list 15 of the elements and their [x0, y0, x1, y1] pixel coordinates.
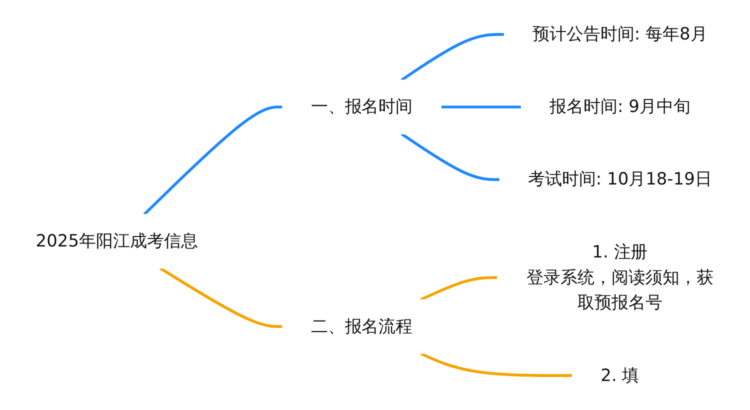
node-text: 2. 填 — [600, 366, 640, 386]
connector — [400, 33, 504, 82]
node-text: 报名时间: 9月中旬 — [550, 97, 690, 117]
connector — [420, 352, 572, 377]
connector — [400, 132, 500, 181]
node-text: 预计公告时间: 每年8月 — [532, 24, 708, 44]
node-text: 2025年阳江成考信息 — [36, 231, 198, 252]
node-text: 二、报名流程 — [310, 316, 413, 336]
node-text: 1. 注册 登录系统，阅读须知，获取预报名号 — [526, 242, 714, 313]
node-text: 考试时间: 10月18-19日 — [528, 170, 712, 190]
connector — [143, 106, 283, 216]
connector — [420, 276, 498, 301]
connector — [159, 266, 283, 328]
node-text: 一、报名时间 — [310, 97, 413, 117]
connector — [440, 106, 522, 108]
